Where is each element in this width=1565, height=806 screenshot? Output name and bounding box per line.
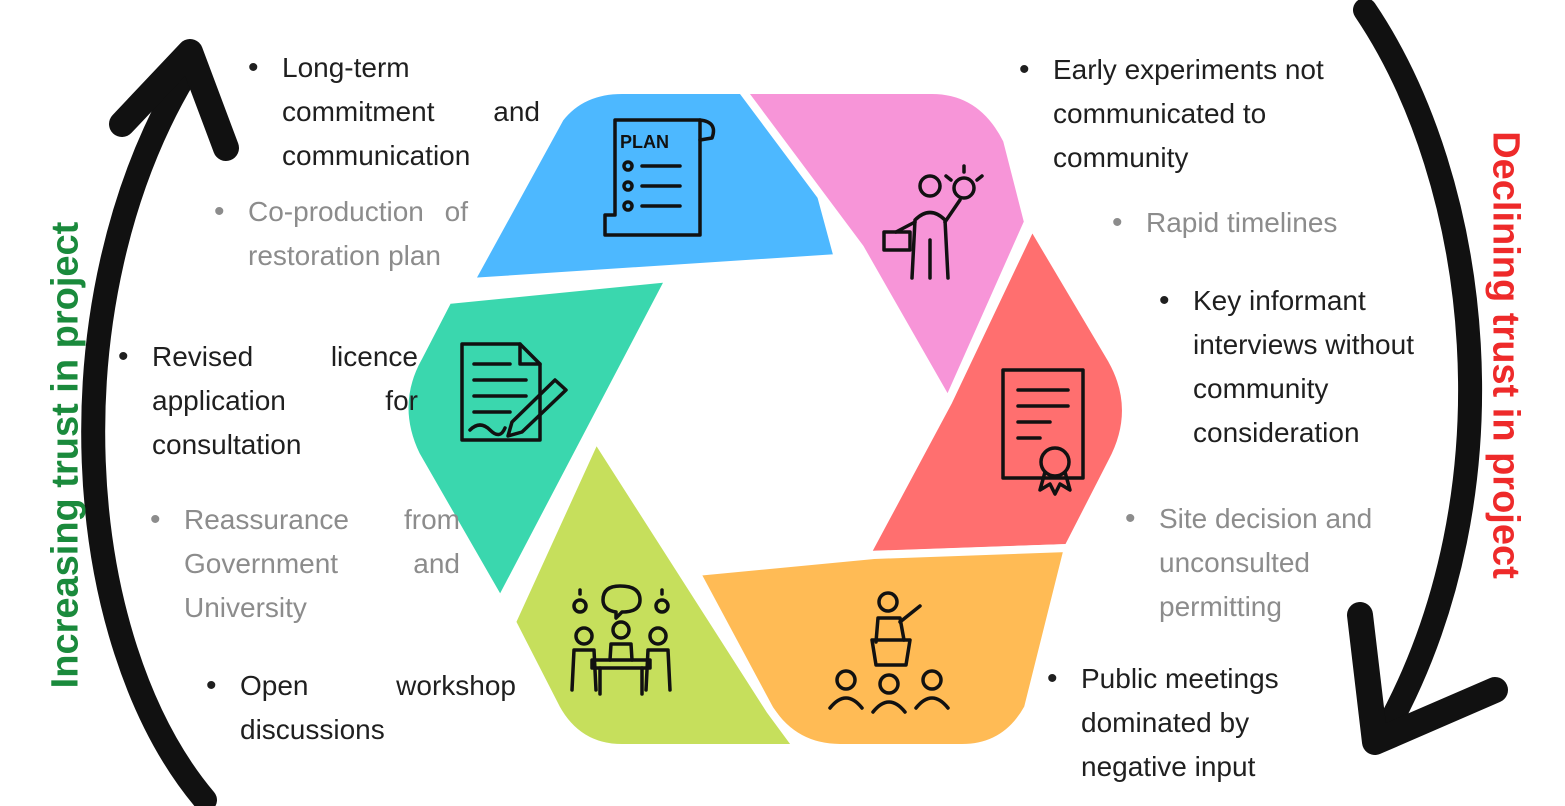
- declining-arrow-head: [1347, 602, 1508, 755]
- right-item: • Public meetings dominated by negative …: [1047, 657, 1331, 789]
- bullet-dot: •: [118, 340, 129, 373]
- right-item: • Early experiments not communicated to …: [1019, 48, 1353, 180]
- bullet-dot: •: [1112, 206, 1123, 239]
- bullet-dot: •: [248, 51, 259, 84]
- left-item-text: Reassurance from Government and Universi…: [184, 504, 460, 623]
- declining-trust-label: Declining trust in project: [1484, 131, 1527, 579]
- bullet-dot: •: [1125, 502, 1136, 535]
- public-meeting-icon: [828, 591, 950, 714]
- bullet-dot: •: [1159, 284, 1170, 317]
- plan-scroll-icon: PLAN: [603, 118, 716, 237]
- right-item-text: Public meetings dominated by negative in…: [1081, 663, 1279, 782]
- cycle-segment-3: [862, 221, 1130, 559]
- right-item-text: Rapid timelines: [1146, 207, 1338, 238]
- bullet-dot: •: [1019, 53, 1030, 86]
- bullet-dot: •: [206, 669, 217, 702]
- left-item-text: Revised licence application for consulta…: [152, 341, 418, 460]
- right-item-text: Early experiments not communicated to co…: [1053, 54, 1324, 173]
- left-item: • Open workshop discussions: [206, 664, 516, 752]
- bullet-dot: •: [1047, 662, 1058, 695]
- presenter-idea-icon: [882, 164, 984, 280]
- declining-trust-arrow: [1353, 0, 1483, 744]
- increasing-arrow-head: [109, 39, 239, 161]
- increasing-trust-label: Increasing trust in project: [44, 221, 87, 689]
- workshop-discussion-icon: [570, 584, 672, 696]
- left-item: • Co-production of restoration plan: [214, 190, 468, 278]
- bullet-dot: •: [214, 195, 225, 228]
- document-signing-icon: [460, 342, 568, 442]
- cycle-segment-5: [508, 434, 802, 752]
- bullet-dot: •: [150, 503, 161, 536]
- left-item: • Reassurance from Government and Univer…: [150, 498, 460, 630]
- left-item-text: Long-term commitment and communication: [282, 52, 540, 171]
- left-item: • Revised licence application for consul…: [118, 335, 418, 467]
- right-item-text: Site decision and unconsulted permitting: [1159, 503, 1373, 622]
- right-item-text: Key informant interviews without communi…: [1193, 285, 1414, 448]
- right-item: • Site decision and unconsulted permitti…: [1125, 497, 1429, 629]
- right-item: • Rapid timelines: [1112, 201, 1406, 245]
- certificate-icon: [1001, 368, 1085, 496]
- left-item-text: Co-production of restoration plan: [248, 196, 468, 271]
- left-item-text: Open workshop discussions: [240, 670, 516, 745]
- right-item: • Key informant interviews without commu…: [1159, 279, 1478, 455]
- plan-icon-text: PLAN: [620, 132, 669, 152]
- left-item: • Long-term commitment and communication: [248, 46, 540, 178]
- cycle-segment-6: [400, 274, 674, 626]
- increasing-trust-arrow: [81, 63, 217, 806]
